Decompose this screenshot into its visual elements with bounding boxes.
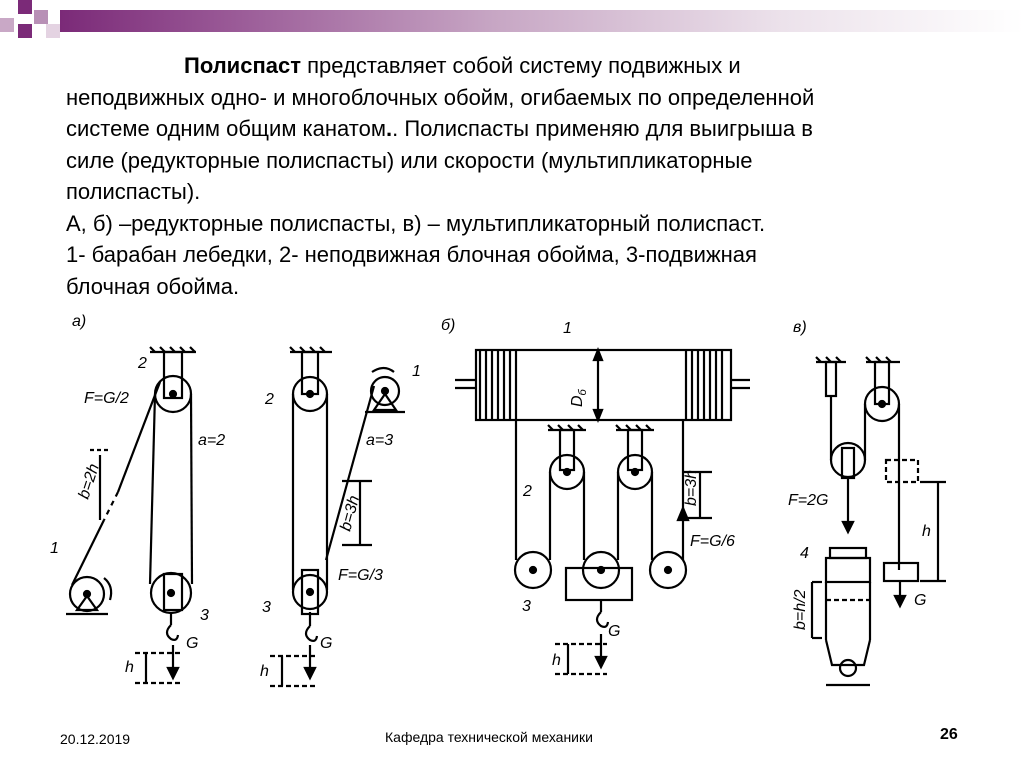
winch-drum-b xyxy=(474,348,733,422)
text-line-1: Полиспаст представляет собой систему под… xyxy=(184,53,741,78)
text-line-5: полиспасты). xyxy=(66,179,201,204)
b-label: b=h/2 xyxy=(792,589,809,630)
load-label: G xyxy=(320,635,332,652)
page-number: 26 xyxy=(940,726,958,743)
label-b: б) xyxy=(441,317,455,334)
footer-department: Кафедра технической механики xyxy=(385,729,593,745)
num-3: 3 xyxy=(200,607,209,624)
text-line-4: силе (редукторные полиспасты) или скорос… xyxy=(66,147,753,173)
label-v: в) xyxy=(793,319,807,336)
diameter-label: Dб xyxy=(569,388,589,407)
h-label: h xyxy=(922,523,931,540)
text-line-7: 1- барабан лебедки, 2- неподвижная блочн… xyxy=(66,242,757,267)
text-line-3: системе одним общим канатом.. Полиспасты… xyxy=(66,116,813,141)
num-3: 3 xyxy=(262,599,271,616)
num-4: 4 xyxy=(800,545,809,562)
piston xyxy=(824,556,872,584)
load-label: G xyxy=(914,592,926,609)
text-line-8: блочная обойма. xyxy=(66,273,240,299)
h-label: h xyxy=(260,663,269,680)
term-polispast: Полиспаст xyxy=(184,53,301,78)
decor-square xyxy=(46,24,60,38)
force-label: F=G/3 xyxy=(338,567,383,584)
footer-date: 20.12.2019 xyxy=(60,731,131,747)
decor-square xyxy=(0,18,14,32)
gradient-bar xyxy=(60,10,1024,32)
force-label: F=G/6 xyxy=(690,533,735,550)
diagram-a-left xyxy=(66,346,196,685)
force-label: F=2G xyxy=(788,492,828,509)
label-a: а) xyxy=(72,313,86,330)
decor-square xyxy=(34,10,48,24)
num-3: 3 xyxy=(522,598,531,615)
h-label: h xyxy=(125,659,134,676)
ratio-label: a=3 xyxy=(366,432,393,449)
num-2: 2 xyxy=(522,483,532,500)
num-1: 1 xyxy=(412,363,421,380)
load-label: G xyxy=(608,623,620,640)
load-label: G xyxy=(186,635,198,652)
b-label: b=3h xyxy=(683,470,700,506)
text-line-2: неподвижных одно- и многоблочных обойм, … xyxy=(66,84,815,110)
decor-square xyxy=(18,0,32,14)
diagram-a-right xyxy=(270,346,405,688)
decor-square xyxy=(18,24,32,38)
text-line-6: А, б) –редукторные полиспасты, в) – муль… xyxy=(66,210,766,236)
force-label: F=G/2 xyxy=(84,390,129,407)
b-label: b=2h xyxy=(76,462,103,502)
moving-block-b xyxy=(564,566,634,602)
winch-drum xyxy=(369,375,401,407)
ratio-label: a=2 xyxy=(198,432,225,449)
title-bar-decoration xyxy=(0,0,1024,40)
num-1: 1 xyxy=(563,320,572,337)
h-label: h xyxy=(552,652,561,669)
slide-text: Полиспаст представляет собой систему под… xyxy=(66,50,966,302)
num-1: 1 xyxy=(50,540,59,557)
diagram-v xyxy=(810,356,946,687)
num-2: 2 xyxy=(264,391,274,408)
num-2: 2 xyxy=(137,355,147,372)
pulley-diagrams: а) 2 F=G/2 a=2 1 3 G h b=2h 2 1 a=3 b=3h… xyxy=(50,313,946,688)
diagram-b xyxy=(455,347,750,676)
hook xyxy=(165,624,180,641)
